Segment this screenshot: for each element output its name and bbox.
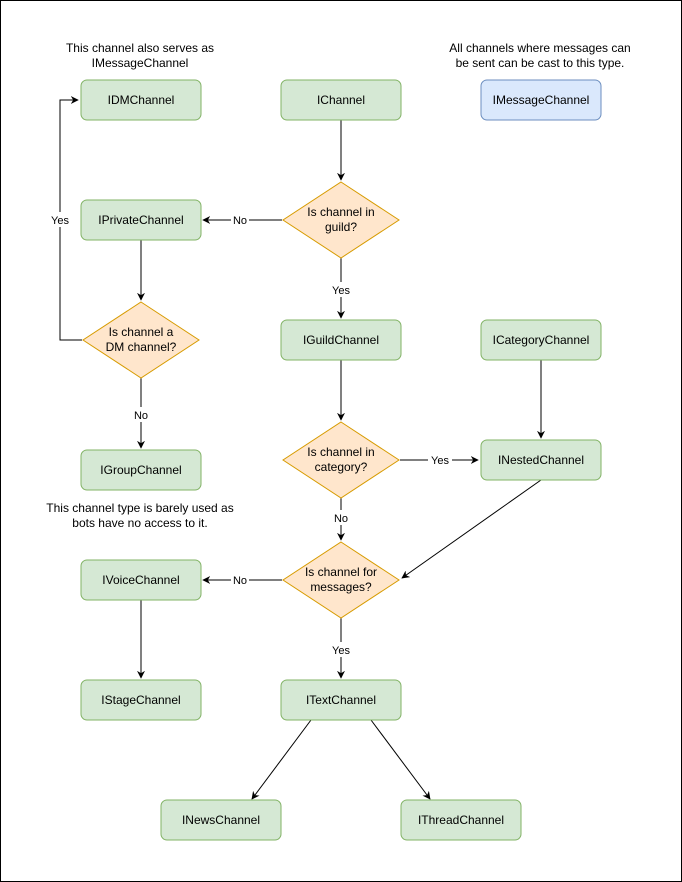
- decision-label-line2: DM channel?: [106, 340, 177, 354]
- edge-text-to-thread: [370, 719, 431, 800]
- node-label: IMessageChannel: [493, 93, 590, 107]
- node-iprivatechannel[interactable]: IPrivateChannel: [80, 199, 202, 241]
- node-igroupchannel[interactable]: IGroupChannel: [80, 449, 202, 491]
- edge-label-dm-no: No: [134, 410, 148, 422]
- decision-in-category[interactable]: Is channel in category?: [282, 421, 400, 499]
- edge-label-guild-no: No: [233, 215, 247, 227]
- node-label: IGuildChannel: [303, 333, 379, 347]
- note-group-line2: bots have no access to it.: [72, 516, 207, 530]
- decision-is-dm[interactable]: Is channel a DM channel?: [82, 301, 200, 379]
- edge-nested-to-for-messages: [401, 479, 542, 579]
- node-icategorychannel[interactable]: ICategoryChannel: [480, 319, 602, 361]
- node-inestedchannel[interactable]: INestedChannel: [480, 439, 602, 481]
- node-ivoicechannel[interactable]: IVoiceChannel: [80, 559, 202, 601]
- node-label: IChannel: [317, 93, 365, 107]
- edge-label-category-no: No: [334, 513, 348, 525]
- node-ithreadchannel[interactable]: IThreadChannel: [400, 799, 522, 841]
- edge-label-dm-yes: Yes: [51, 215, 69, 227]
- edge-text-to-news: [251, 719, 312, 800]
- edge-label-category-yes: Yes: [431, 455, 449, 467]
- node-istagechannel[interactable]: IStageChannel: [80, 679, 202, 721]
- annotations: This channel also serves as IMessageChan…: [46, 41, 630, 530]
- node-label: INestedChannel: [498, 453, 584, 467]
- type-nodes: IDMChannel IChannel IMessageChannel IPri…: [80, 79, 602, 841]
- node-label: IDMChannel: [108, 93, 175, 107]
- node-ichannel[interactable]: IChannel: [280, 79, 402, 121]
- edge-label-messages-no: No: [233, 575, 247, 587]
- decision-nodes: Is channel in guild? Is channel a DM cha…: [82, 181, 400, 619]
- note-message-line2: be sent can be cast to this type.: [456, 56, 625, 70]
- decision-for-messages[interactable]: Is channel for messages?: [282, 541, 400, 619]
- note-dm-line1: This channel also serves as: [66, 41, 214, 55]
- edge-labels: No Yes Yes No Yes No No Yes: [48, 212, 452, 657]
- note-dm-line2: IMessageChannel: [92, 56, 189, 70]
- node-label: INewsChannel: [182, 813, 260, 827]
- node-itextchannel[interactable]: ITextChannel: [280, 679, 402, 721]
- node-label: IStageChannel: [101, 693, 180, 707]
- edge-label-messages-yes: Yes: [332, 645, 350, 657]
- node-iguildchannel[interactable]: IGuildChannel: [280, 319, 402, 361]
- note-message-line1: All channels where messages can: [449, 41, 630, 55]
- edge-label-guild-yes: Yes: [332, 285, 350, 297]
- decision-label-line1: Is channel in: [307, 445, 374, 459]
- node-label: ITextChannel: [306, 693, 376, 707]
- decision-in-guild[interactable]: Is channel in guild?: [282, 181, 400, 259]
- note-group-line1: This channel type is barely used as: [46, 501, 233, 515]
- node-idmchannel[interactable]: IDMChannel: [80, 79, 202, 121]
- node-label: IVoiceChannel: [102, 573, 179, 587]
- node-label: IGroupChannel: [100, 463, 181, 477]
- decision-label-line2: guild?: [325, 220, 357, 234]
- decision-label-line1: Is channel in: [307, 205, 374, 219]
- decision-label-line2: category?: [315, 460, 368, 474]
- node-imessagechannel[interactable]: IMessageChannel: [480, 79, 602, 121]
- node-label: IThreadChannel: [418, 813, 504, 827]
- decision-label-line1: Is channel for: [305, 565, 377, 579]
- decision-label-line2: messages?: [310, 580, 372, 594]
- node-inewschannel[interactable]: INewsChannel: [160, 799, 282, 841]
- node-label: IPrivateChannel: [98, 213, 183, 227]
- node-label: ICategoryChannel: [493, 333, 590, 347]
- decision-label-line1: Is channel a: [109, 325, 174, 339]
